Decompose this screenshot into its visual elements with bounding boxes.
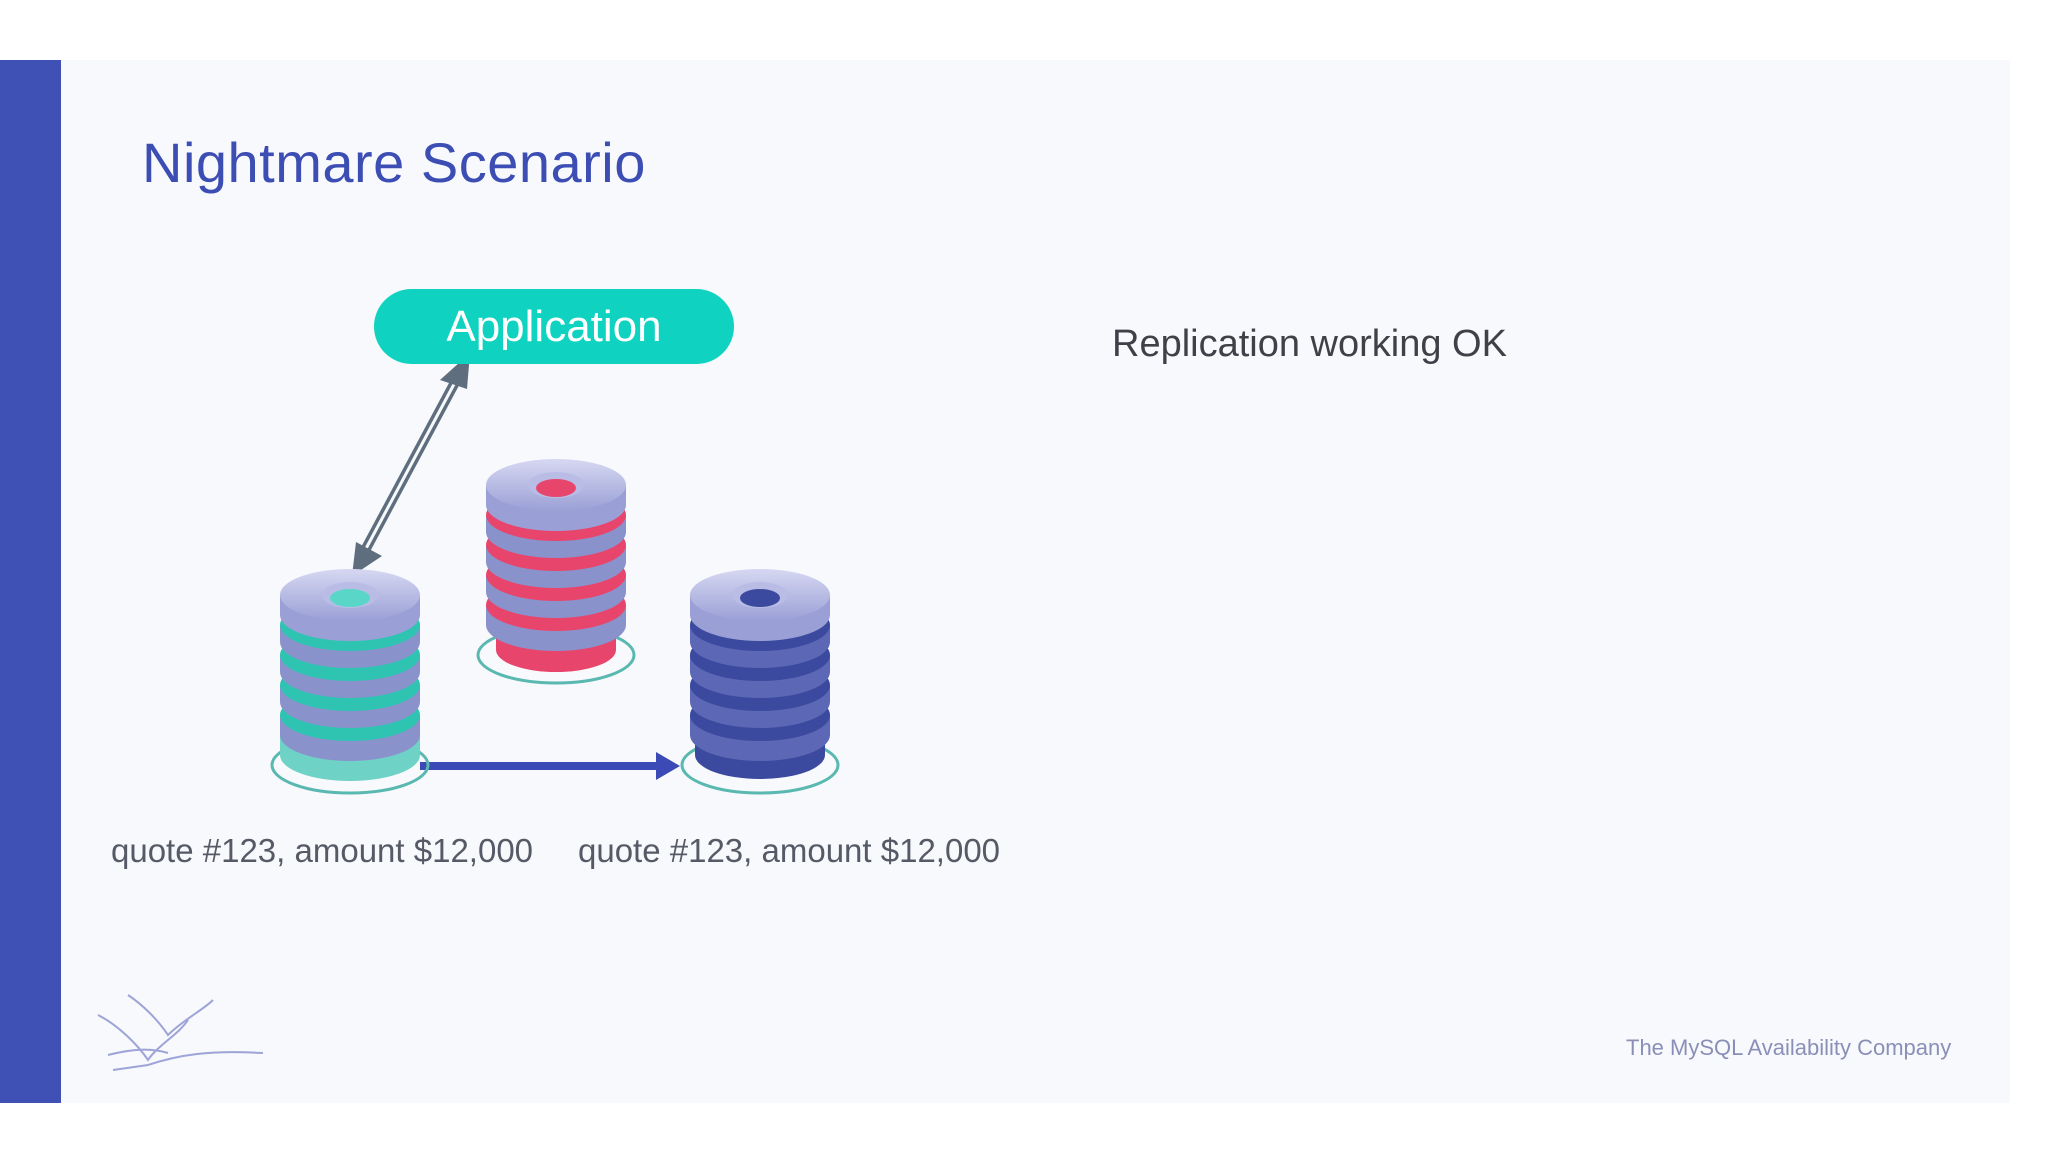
application-node: Application [374, 289, 734, 364]
database-stack-icon [680, 569, 840, 795]
status-text: Replication working OK [1112, 323, 1507, 365]
replica-db-label: quote #123, amount $12,000 [578, 832, 1001, 869]
footer-tagline: The MySQL Availability Company [1626, 1035, 1952, 1060]
replication-arrow-icon [420, 752, 680, 780]
accent-bar [0, 60, 61, 1103]
double-arrow-icon [352, 353, 470, 576]
database-stack-icon [476, 459, 636, 685]
diagram [270, 353, 840, 795]
slide-title: Nightmare Scenario [142, 131, 646, 194]
swan-logo-icon [97, 994, 264, 1071]
primary-db-label: quote #123, amount $12,000 [111, 832, 534, 869]
slide: Nightmare Scenario [0, 60, 2010, 1103]
database-stack-icon [270, 569, 430, 795]
